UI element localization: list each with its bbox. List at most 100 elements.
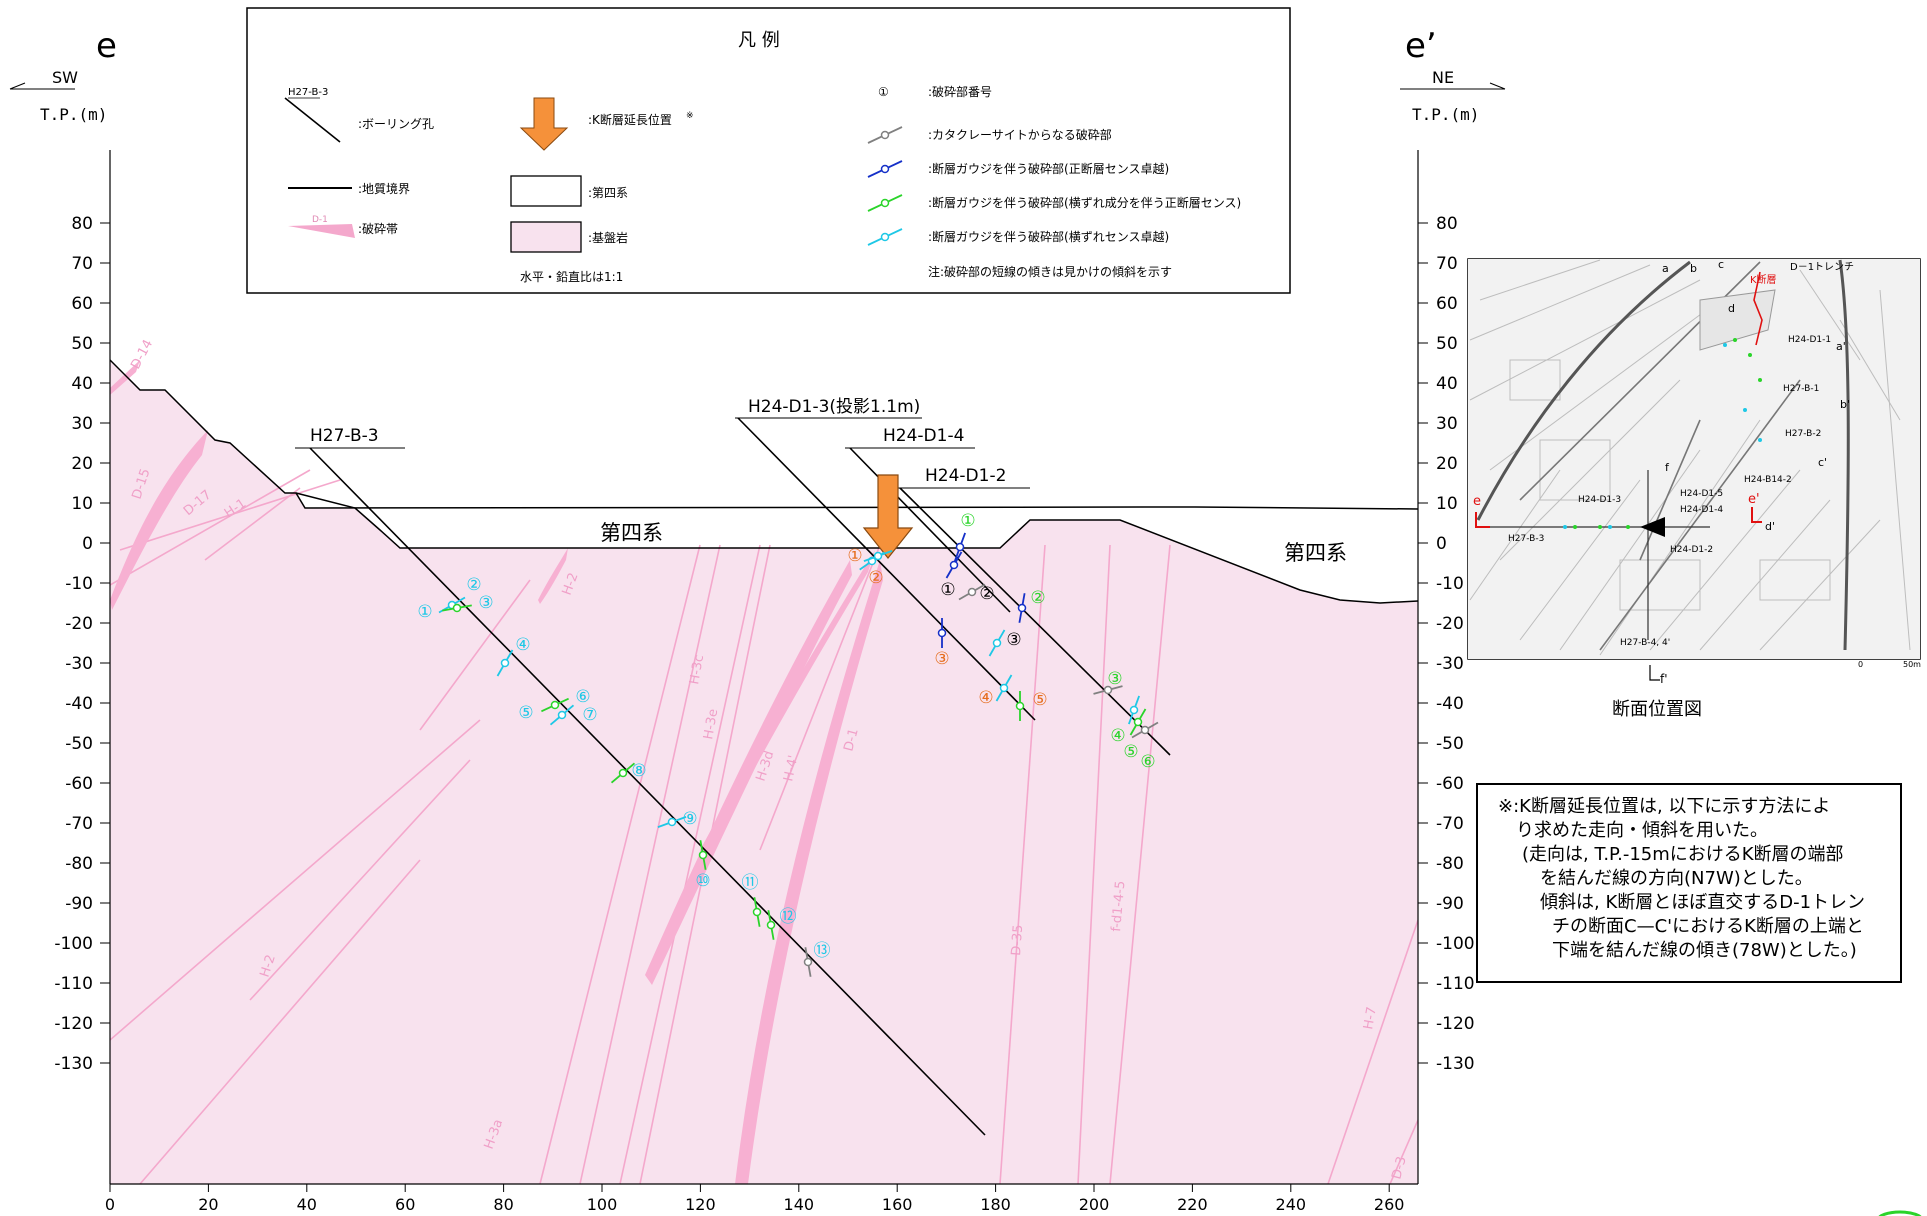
fracture-number-label: ⑤ <box>1123 742 1138 762</box>
x-tick-label: 160 <box>882 1195 913 1214</box>
axes <box>109 150 1419 1185</box>
fracture-number-label: ② <box>868 568 883 588</box>
y-tick-label: -70 <box>1436 814 1464 834</box>
map-point-label: H27-B-4, 4' <box>1620 638 1670 648</box>
fracture-mark <box>863 550 893 562</box>
y-tick-label: 20 <box>71 454 93 474</box>
map-section-mark: b <box>1690 262 1697 275</box>
legend-note-text: 注:破砕部の短線の傾きは見かけの傾斜を示す <box>928 264 1172 279</box>
y-tick-label: 50 <box>1436 334 1458 354</box>
x-tick-label: 200 <box>1079 1195 1110 1214</box>
map-point-label: H27-B-1 <box>1783 384 1819 394</box>
fracture-number-label: ③ <box>1006 630 1021 650</box>
map-section-mark: c' <box>1818 456 1827 469</box>
fracture-number-label: ⑥ <box>575 687 590 707</box>
map-e-prime-mark-icon <box>1751 507 1762 523</box>
x-tick-label: 220 <box>1177 1195 1208 1214</box>
y-tick-label: -50 <box>1436 734 1464 754</box>
y-tick-label: 50 <box>71 334 93 354</box>
y-tick-label: -120 <box>54 1014 93 1034</box>
fracture-number-label: ② <box>979 584 994 604</box>
y-tick-label: -10 <box>65 574 93 594</box>
map-title: 断面位置図 <box>1612 699 1702 720</box>
fracture-number-label: ④ <box>978 688 993 708</box>
y-tick-label: 80 <box>71 214 93 234</box>
x-tick-label: 0 <box>105 1195 115 1214</box>
legend-fracture-zone-text: :破砕帯 <box>358 221 398 236</box>
legend-cataclasite-text: :カタクレーサイトからなる破砕部 <box>928 127 1112 142</box>
location-map: K断層 D－1トレンチ H24-D1-1 H27-B-1 H27-B-2 H24… <box>1467 258 1921 720</box>
fracture-number-label: ④ <box>1110 726 1125 746</box>
legend-title: 凡 例 <box>738 30 780 51</box>
section-right-label: e’ <box>1405 26 1437 66</box>
y-tick-label: -80 <box>1436 854 1464 874</box>
fracture-mark <box>698 840 708 870</box>
y-ticks-right: 80706050403020100-10-20-30-40-50-60-70-8… <box>1418 214 1475 1074</box>
fracture-number-label: ⑪ <box>742 873 759 893</box>
legend-quaternary-text: :第四系 <box>588 186 628 200</box>
legend-fracture-zone-icon <box>288 224 355 238</box>
legend-gouge-mixed-text: :断層ガウジを伴う破砕部(横ずれ成分を伴う正断層センス) <box>928 195 1241 210</box>
fracture-number-label: ② <box>1030 588 1045 608</box>
borehole-label: H24-D1-3(投影1.1m) <box>748 397 920 417</box>
fracture-number-label: ① <box>417 602 432 622</box>
fracture-mark <box>1015 691 1025 721</box>
x-tick-label: 260 <box>1374 1195 1405 1214</box>
fracture-mark <box>610 762 636 784</box>
fault-lines <box>110 469 1418 1184</box>
quaternary-boundary <box>295 492 1418 604</box>
y-tick-label: -40 <box>65 694 93 714</box>
y-tick-label: 60 <box>71 294 93 314</box>
fracture-number-label: ① <box>847 546 862 566</box>
map-section-mark: e' <box>1748 492 1760 507</box>
map-point-label: H24-D1-2 <box>1670 545 1713 555</box>
map-section-mark: c <box>1718 258 1724 271</box>
fracture-mark <box>937 618 947 648</box>
k-fault-arrow-icon <box>862 474 914 559</box>
y-tick-label: 20 <box>1436 454 1458 474</box>
legend-mark-symbols <box>867 126 903 246</box>
legend: 凡 例 H27-B-3 :ボーリング孔 :地質境界 D-1 :破砕帯 :K断層延… <box>246 7 1291 294</box>
legend-boundary-text: :地質境界 <box>358 181 410 196</box>
legend-bedrock-swatch <box>510 221 582 253</box>
y-tick-label: -40 <box>1436 694 1464 714</box>
fracture-number-label: ⑩ <box>695 871 710 891</box>
fracture-number-label: ⑫ <box>780 907 797 927</box>
footnote-line: り求めた走向・傾斜を用いた。 <box>1516 820 1768 841</box>
fracture-mark <box>541 697 569 713</box>
legend-borehole-sample: H27-B-3 <box>288 87 328 98</box>
map-section-mark: e <box>1473 494 1481 509</box>
map-section-mark: d' <box>1765 520 1775 533</box>
fracture-mark <box>766 910 776 940</box>
y-tick-label: 40 <box>71 374 93 394</box>
map-scale-label: 0 <box>1858 660 1863 669</box>
map-point-label: H24-B14-2 <box>1744 475 1792 485</box>
footnote-line: (走向は, T.P.-15mにおけるK断層の端部 <box>1522 844 1844 865</box>
fracture-number-label: ⑬ <box>814 941 831 961</box>
legend-number-symbol: ① <box>878 85 889 99</box>
y-tick-label: 30 <box>71 414 93 434</box>
y-tick-label: 80 <box>1436 214 1458 234</box>
ne-arrowhead <box>1489 82 1506 90</box>
x-tick-label: 100 <box>587 1195 618 1214</box>
fracture-marks <box>438 532 1159 977</box>
footnote-line: チの断面C—C'におけるK断層の上端と <box>1552 916 1864 937</box>
footnote-line: を結んだ線の方向(N7W)とした。 <box>1540 868 1813 889</box>
quaternary-label: 第四系 <box>1284 541 1347 565</box>
sw-arrowhead <box>9 82 26 90</box>
fracture-number-label: ① <box>960 511 975 531</box>
y-tick-label: -120 <box>1436 1014 1475 1034</box>
fault-label: D-3 <box>1389 1155 1409 1181</box>
y-tick-label: -90 <box>65 894 93 914</box>
map-background-lines <box>1469 259 1911 656</box>
map-fracture-points <box>1573 338 1762 529</box>
y-tick-label: -90 <box>1436 894 1464 914</box>
legend-k-fault-arrow-icon <box>519 97 569 151</box>
fracture-number-label: ⑤ <box>518 703 533 723</box>
fracture-number-label: ③ <box>1107 669 1122 689</box>
x-tick-label: 80 <box>493 1195 513 1214</box>
y-tick-label: -80 <box>65 854 93 874</box>
legend-k-fault-mark: ※ <box>686 111 694 121</box>
